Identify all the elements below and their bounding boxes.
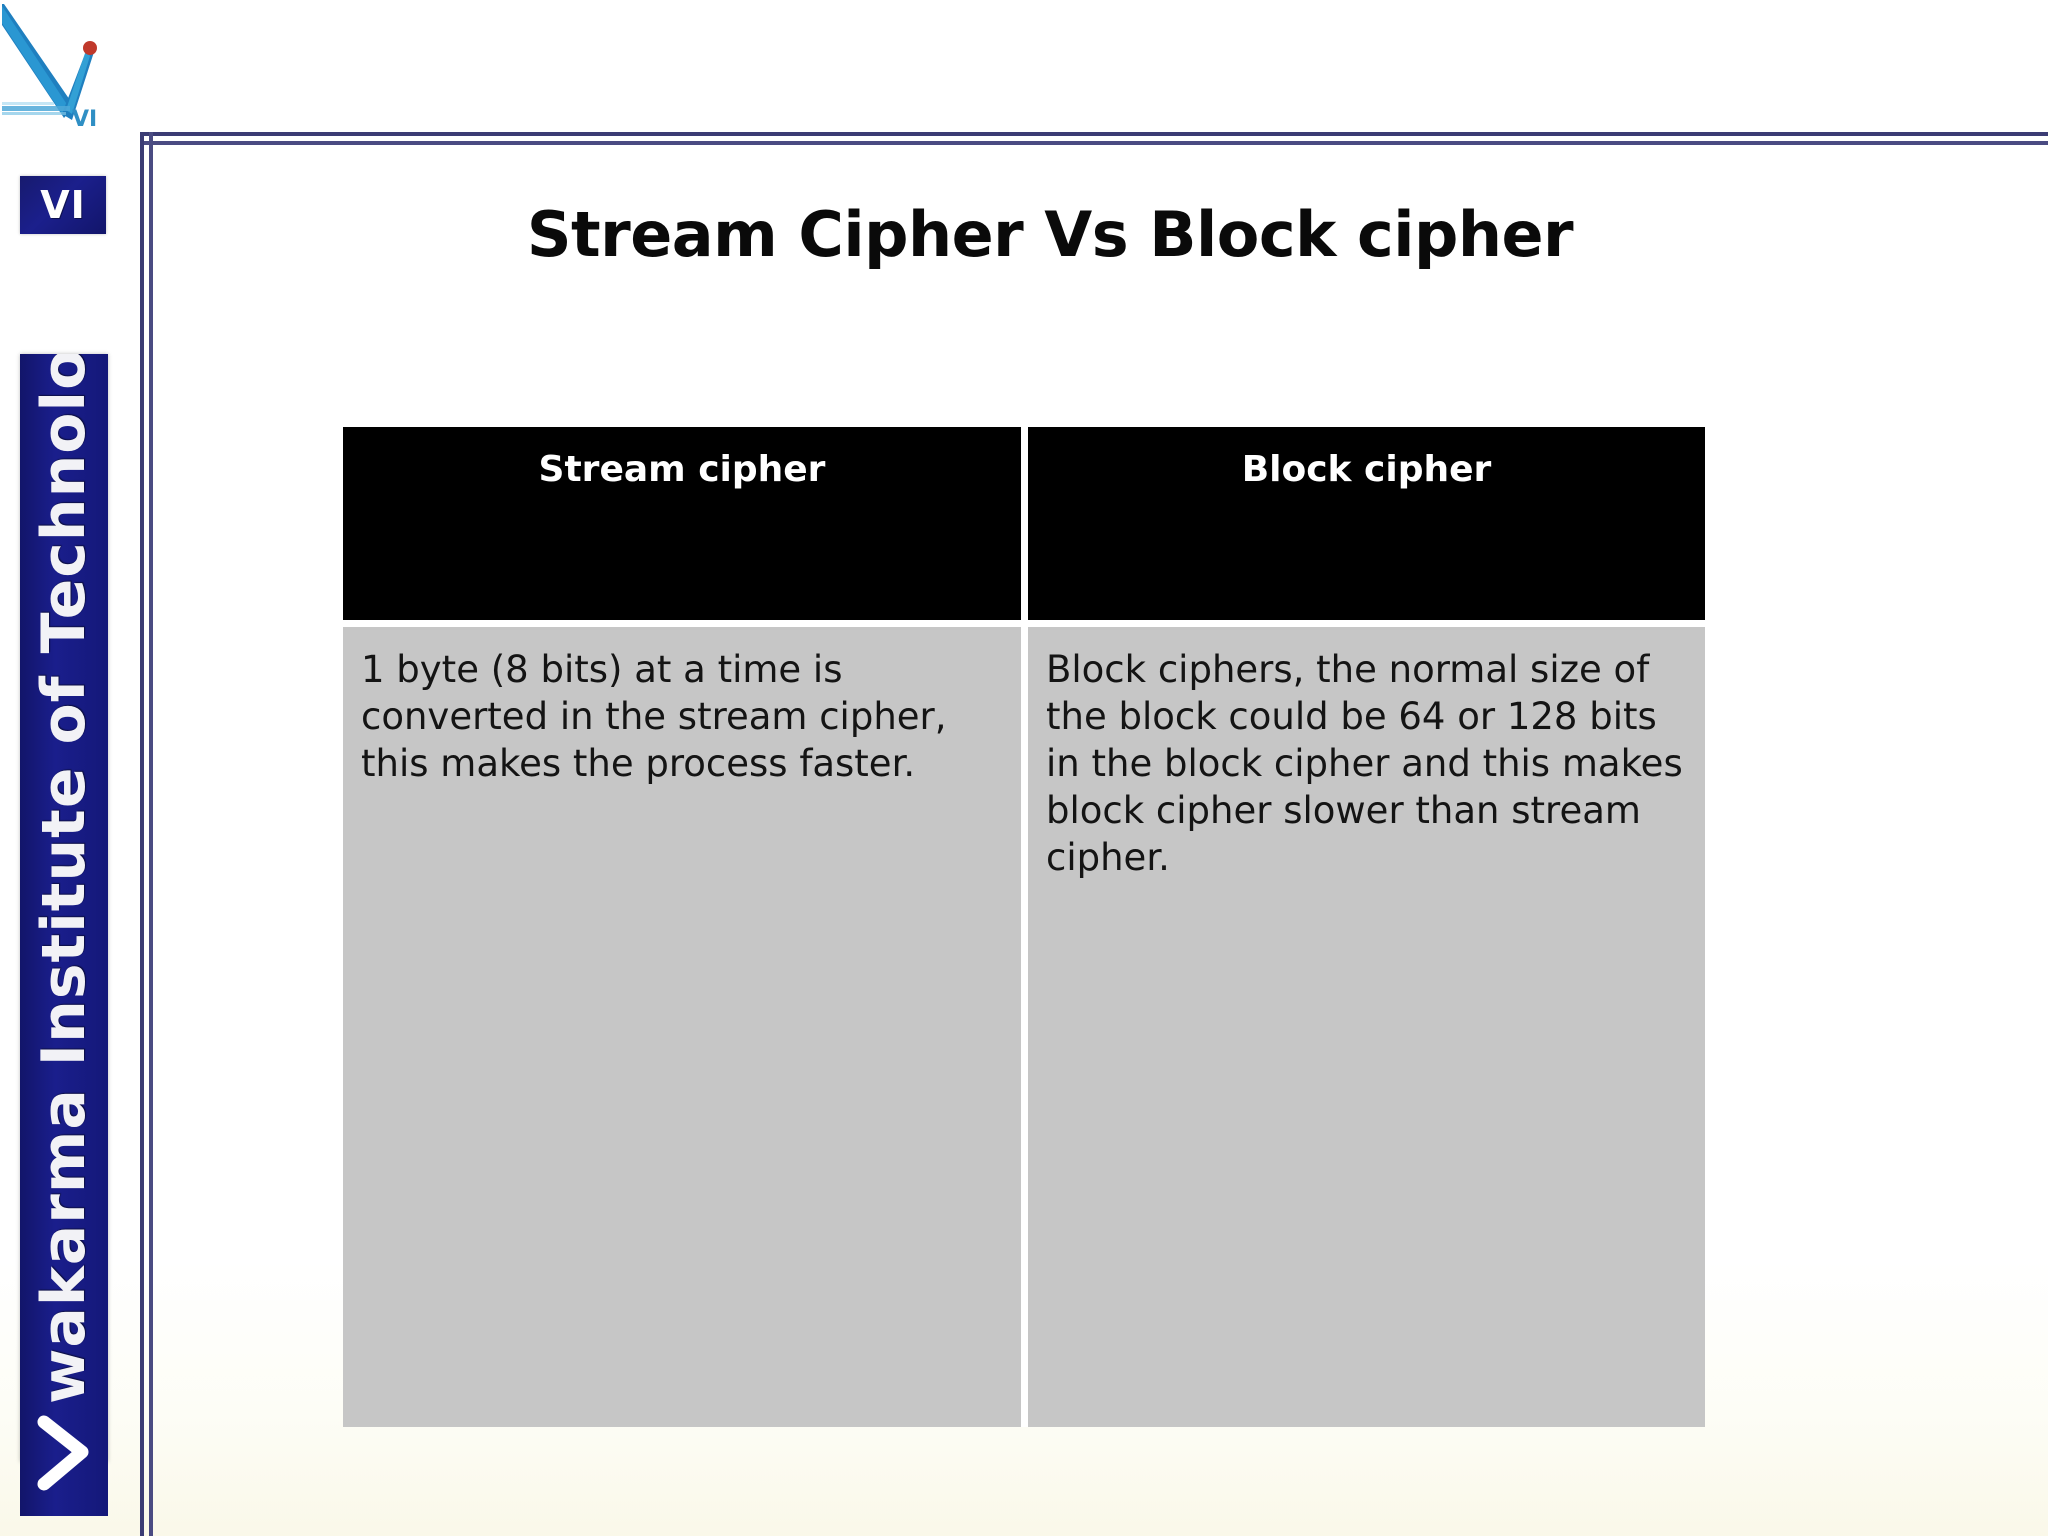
column-header-stream-cipher: Stream cipher: [343, 427, 1028, 627]
cell-stream-cipher-description: 1 byte (8 bits) at a time is converted i…: [343, 627, 1028, 1427]
cell-block-cipher-description: Block ciphers, the normal size of the bl…: [1028, 627, 1705, 1427]
chevron-right-icon: [37, 1415, 89, 1491]
branding-bar-footer: [20, 1404, 108, 1516]
institute-name-bar: Vishwakarma Institute of Technology: [20, 354, 108, 1462]
svg-text:VI: VI: [72, 107, 97, 130]
institute-name-label: Vishwakarma Institute of Technology: [29, 354, 99, 1462]
branding-column: VI VI Vishwakarma Institute of Technolog…: [0, 0, 140, 1536]
table-header-row: Stream cipher Block cipher: [343, 427, 1705, 627]
table-body: 1 byte (8 bits) at a time is converted i…: [343, 627, 1705, 1427]
page-title: Stream Cipher Vs Block cipher: [526, 198, 1574, 271]
frame-top-rule: [140, 132, 2048, 145]
table-row: 1 byte (8 bits) at a time is converted i…: [343, 627, 1705, 1427]
column-header-block-cipher: Block cipher: [1028, 427, 1705, 627]
table-header: Stream cipher Block cipher: [343, 427, 1705, 627]
comparison-table: Stream cipher Block cipher 1 byte (8 bit…: [343, 427, 1705, 1427]
vit-bird-v-logo-icon: VI: [2, 4, 97, 130]
frame-left-rule: [140, 132, 153, 1536]
vi-badge: VI: [20, 176, 106, 234]
vi-badge-label: VI: [40, 183, 86, 227]
